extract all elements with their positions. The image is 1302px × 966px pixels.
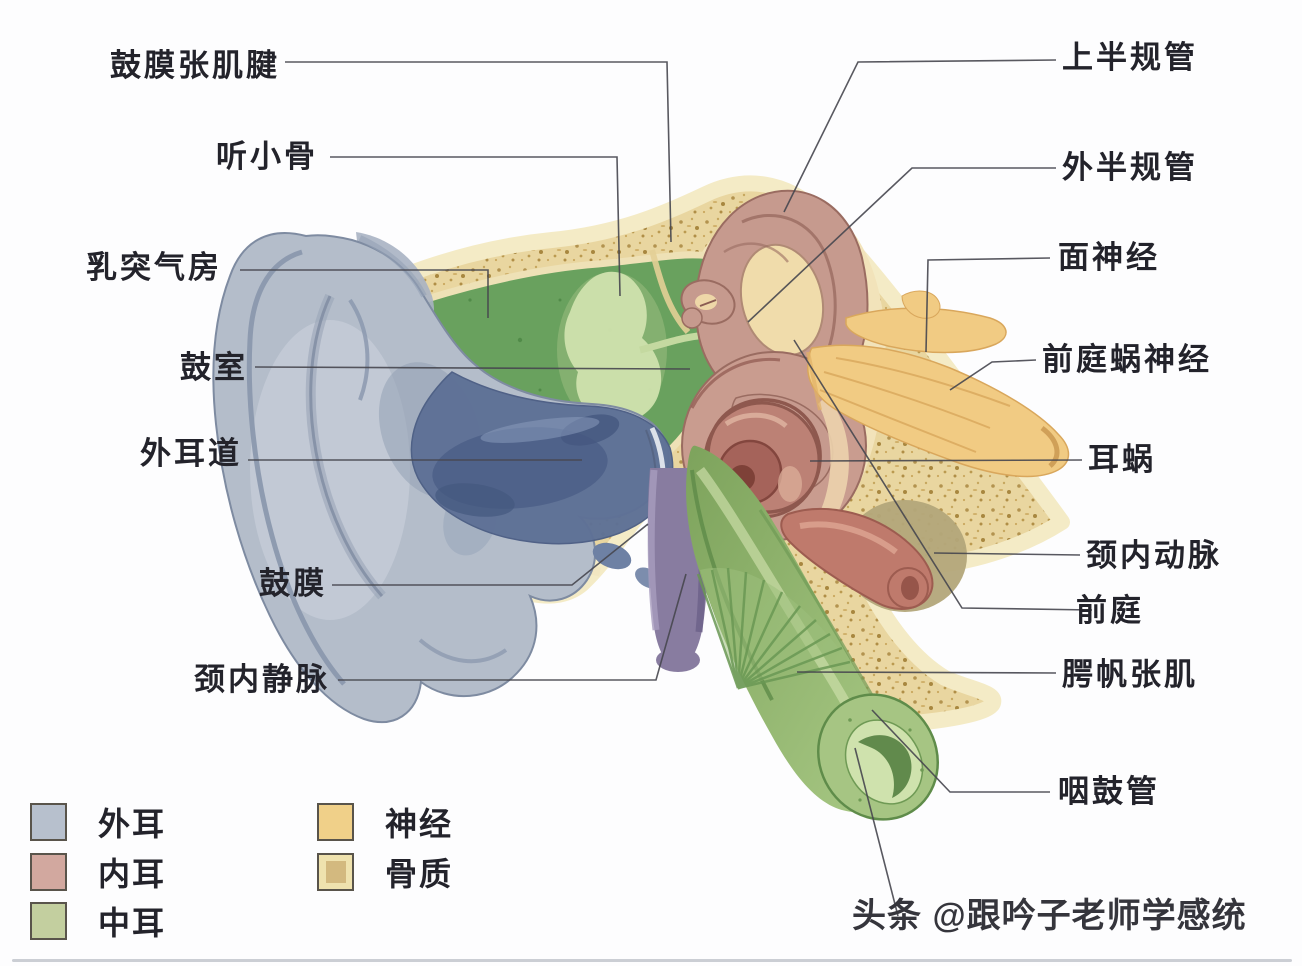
outer-ear-swatch bbox=[30, 803, 67, 841]
legend-item-inner-ear: 内耳 bbox=[30, 849, 166, 895]
label-vestibulocochlear-nerve: 前庭蜗神经 bbox=[1042, 342, 1212, 377]
leader-ossicles bbox=[330, 156, 621, 297]
legend-item-outer-ear: 外耳 bbox=[30, 799, 166, 845]
leader-vestibule bbox=[793, 339, 1093, 611]
leader-vestibulocochlear-nerve bbox=[949, 359, 1037, 391]
label-mastoid-air-cells: 乳突气房 bbox=[86, 250, 222, 285]
leader-eustachian-tube bbox=[871, 709, 1050, 793]
leader-lines bbox=[240, 59, 1093, 917]
label-cochlea: 耳蜗 bbox=[1088, 442, 1156, 477]
tensor-tympani-tendon-shape bbox=[649, 249, 691, 335]
legend-label-inner-ear: 内耳 bbox=[98, 856, 167, 892]
leader-tensor-tympani-tendon bbox=[285, 61, 672, 243]
leader-cochlea bbox=[809, 459, 1083, 462]
label-eustachian-tube: 咽鼓管 bbox=[1058, 774, 1160, 809]
legend-label-nerve: 神经 bbox=[385, 806, 454, 842]
label-internal-jugular-vein: 颈内静脉 bbox=[194, 662, 330, 697]
leader-internal-jugular-vein bbox=[338, 573, 687, 681]
legend-item-bone: 骨质 bbox=[317, 849, 453, 895]
label-internal-carotid-artery: 颈内动脉 bbox=[1086, 538, 1222, 573]
leader-tensor-veli-palatini bbox=[796, 671, 1057, 674]
label-tensor-tympani-tendon: 鼓膜张肌腱 bbox=[110, 48, 280, 83]
middle-ear-swatch bbox=[30, 902, 67, 940]
leader-internal-carotid-artery bbox=[933, 552, 1081, 556]
bone-swatch-inner bbox=[325, 861, 346, 883]
leader-superior-semicircular-canal bbox=[783, 59, 1057, 213]
inner-ear-swatch bbox=[30, 853, 67, 891]
label-facial-nerve: 面神经 bbox=[1058, 240, 1160, 275]
label-vestibule: 前庭 bbox=[1076, 593, 1144, 628]
leader-tympanic-membrane bbox=[332, 523, 649, 586]
label-lateral-semicircular-canal: 外半规管 bbox=[1062, 150, 1198, 185]
watermark: 头条 @跟吟子老师学感统 bbox=[852, 897, 1247, 935]
leader-facial-nerve bbox=[925, 257, 1051, 353]
legend-item-middle-ear: 中耳 bbox=[30, 898, 166, 944]
legend-label-bone: 骨质 bbox=[385, 856, 454, 892]
nerve-bundle-shape bbox=[806, 290, 1070, 478]
legend-label-outer-ear: 外耳 bbox=[98, 806, 167, 842]
legend-item-nerve: 神经 bbox=[317, 799, 453, 845]
nerve-swatch bbox=[317, 803, 354, 841]
label-ossicles: 听小骨 bbox=[216, 139, 318, 174]
leader-watermark-area bbox=[854, 747, 899, 917]
label-tympanic-cavity: 鼓室 bbox=[180, 350, 248, 385]
label-tympanic-membrane: 鼓膜 bbox=[259, 566, 327, 601]
bottom-frame-line bbox=[12, 959, 1292, 962]
leader-tympanic-cavity bbox=[254, 366, 691, 370]
bone-swatch bbox=[317, 853, 354, 891]
leader-mastoid-air-cells bbox=[240, 269, 489, 318]
legend-label-middle-ear: 中耳 bbox=[98, 905, 167, 941]
label-tensor-veli-palatini: 腭帆张肌 bbox=[1062, 657, 1198, 692]
leader-lateral-semicircular-canal bbox=[747, 167, 1056, 323]
vestibulocochlear-nerve-shape bbox=[807, 344, 1070, 478]
tensor-veli-palatini-shape bbox=[696, 567, 851, 690]
ossicles-shape bbox=[557, 271, 699, 428]
eustachian-tube-shape bbox=[686, 445, 939, 821]
label-external-auditory-canal: 外耳道 bbox=[140, 436, 242, 471]
carotid-artery-shape bbox=[780, 508, 934, 610]
label-superior-semicircular-canal: 上半规管 bbox=[1062, 40, 1198, 75]
